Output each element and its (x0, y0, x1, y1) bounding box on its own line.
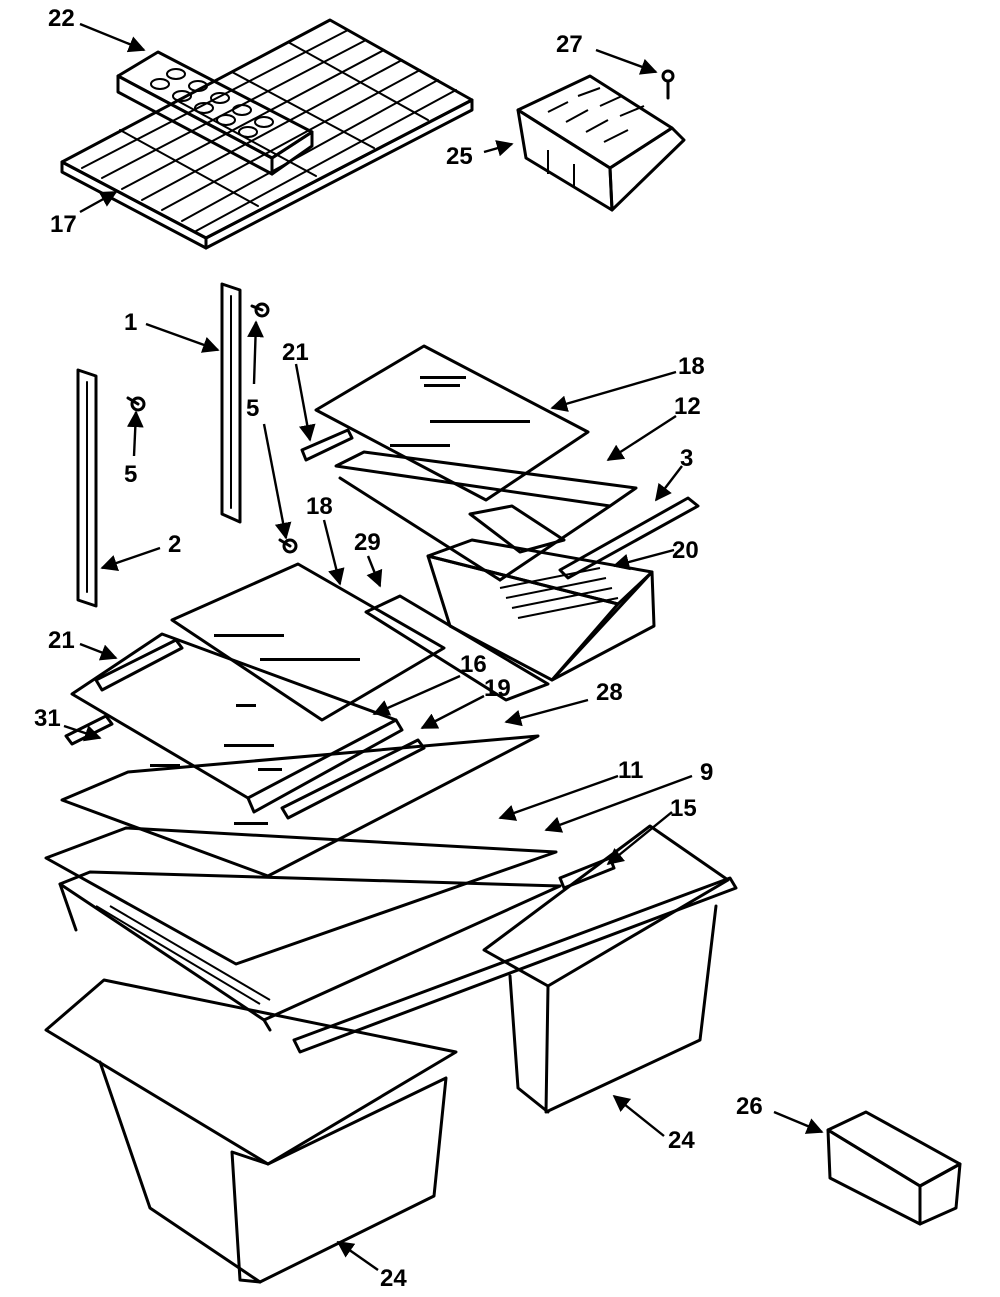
callout-18-upper: 18 (678, 353, 705, 380)
glass-shelf-part-18-upper (314, 344, 590, 502)
callout-18-lower: 18 (306, 493, 333, 520)
callout-5-upper: 5 (246, 395, 259, 422)
callout-26: 26 (736, 1093, 763, 1120)
leader-16 (372, 674, 461, 716)
leader-31 (63, 724, 102, 742)
leader-25 (483, 140, 514, 157)
leader-24-left (336, 1241, 379, 1271)
screw-part-5-left (126, 396, 146, 412)
callout-5-left: 5 (124, 461, 137, 488)
leader-5-upper (247, 320, 264, 385)
condiment-bin-part-25 (516, 74, 686, 212)
callout-16: 16 (460, 651, 487, 678)
callout-19: 19 (484, 675, 511, 702)
leader-28 (504, 698, 589, 727)
callout-11: 11 (618, 757, 643, 784)
leader-21-upper (294, 363, 316, 442)
callout-25: 25 (446, 143, 473, 170)
crisper-cover-part-11 (44, 826, 562, 1032)
callout-22: 22 (48, 5, 75, 32)
leader-17 (79, 190, 118, 214)
leader-3 (654, 465, 683, 502)
leader-11 (498, 774, 619, 821)
leader-1 (145, 322, 220, 353)
glass-cover-part-29 (364, 594, 550, 702)
leader-2 (100, 546, 161, 572)
leader-24-right (612, 1094, 665, 1137)
callout-12: 12 (674, 393, 701, 420)
glass-shelf-part-18-lower (170, 562, 446, 722)
trim-part-9-rail (292, 876, 738, 1054)
leader-21-lower (79, 642, 118, 661)
leader-12 (606, 414, 677, 462)
callout-28: 28 (596, 679, 623, 706)
crisper-drawer-part-24-right (482, 824, 730, 1114)
trim-part-21-upper (300, 428, 354, 462)
leader-26 (773, 1110, 824, 1134)
callout-15: 15 (670, 795, 697, 822)
callout-1: 1 (124, 309, 137, 336)
trim-part-15 (558, 856, 616, 890)
door-bin-part-26 (826, 1110, 962, 1226)
callout-9: 9 (700, 759, 713, 786)
leader-5-left (126, 410, 144, 457)
callout-27: 27 (556, 31, 583, 58)
leader-29 (366, 555, 383, 588)
egg-tray-part-22 (116, 50, 314, 176)
shelf-frame-part-16 (70, 632, 404, 814)
callout-21-upper: 21 (282, 339, 309, 366)
callout-3: 3 (680, 445, 693, 472)
leader-9 (544, 774, 693, 833)
trim-part-19 (280, 738, 426, 820)
leader-20 (612, 548, 675, 571)
screw-part-5-upper (250, 302, 270, 318)
callout-31: 31 (34, 705, 61, 732)
wire-shelf-part-17 (60, 18, 474, 250)
screw-part-5-lower (278, 538, 298, 554)
shelf-frame-part-12 (334, 450, 638, 582)
leader-18-upper (550, 370, 677, 412)
leader-5-lower (262, 423, 292, 540)
callout-24-right: 24 (668, 1127, 695, 1154)
shelf-ladder-part-1 (220, 282, 242, 524)
callout-labels: 22 27 25 17 1 21 18 12 5 5 3 2 18 29 20 … (34, 5, 763, 1292)
leader-lines (63, 22, 824, 1271)
trim-part-31 (64, 714, 114, 746)
leader-22 (79, 22, 146, 53)
leader-19 (420, 694, 485, 730)
crisper-drawer-part-24-left (44, 978, 458, 1284)
callout-20: 20 (672, 537, 699, 564)
callout-24-left: 24 (380, 1265, 407, 1292)
screw-part-27 (661, 69, 675, 100)
leader-27 (595, 48, 658, 75)
callout-2: 2 (168, 531, 181, 558)
callout-17: 17 (50, 211, 77, 238)
leader-18-lower (322, 519, 345, 586)
shelf-ladder-part-2 (76, 368, 98, 608)
glass-shelf-part-28 (60, 734, 540, 878)
leader-15 (606, 811, 673, 866)
crisper-drawer-part-20 (426, 538, 656, 682)
trim-part-21-lower (94, 638, 184, 692)
callout-21-lower: 21 (48, 627, 75, 654)
callout-29: 29 (354, 529, 381, 556)
